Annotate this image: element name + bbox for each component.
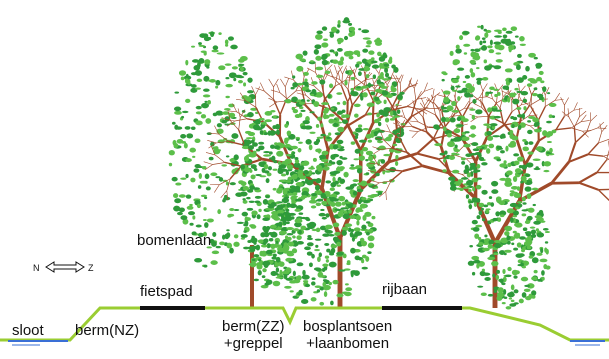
bosplantsoen-label-line2: +laanbomen <box>303 335 392 352</box>
berm-nz-label: berm(NZ) <box>75 322 139 339</box>
bomenlaan-tree-trunk <box>250 245 254 308</box>
bosplantsoen-label: bosplantsoen +laanbomen <box>303 318 392 352</box>
compass-south-label: Z <box>88 263 94 273</box>
compass-north-label: N <box>33 263 40 273</box>
berm-zz-label: berm(ZZ) +greppel <box>222 318 285 352</box>
fietspad-label: fietspad <box>140 283 193 300</box>
trees-group <box>169 17 609 309</box>
berm-zz-label-line1: berm(ZZ) <box>222 318 285 335</box>
bosplantsoen-label-line1: bosplantsoen <box>303 318 392 335</box>
rijbaan-label: rijbaan <box>382 281 427 298</box>
sloot-label: sloot <box>12 322 44 339</box>
berm-zz-label-line2: +greppel <box>222 335 285 352</box>
bomenlaan-label: bomenlaan <box>137 232 211 249</box>
double-arrow-icon <box>44 261 86 273</box>
